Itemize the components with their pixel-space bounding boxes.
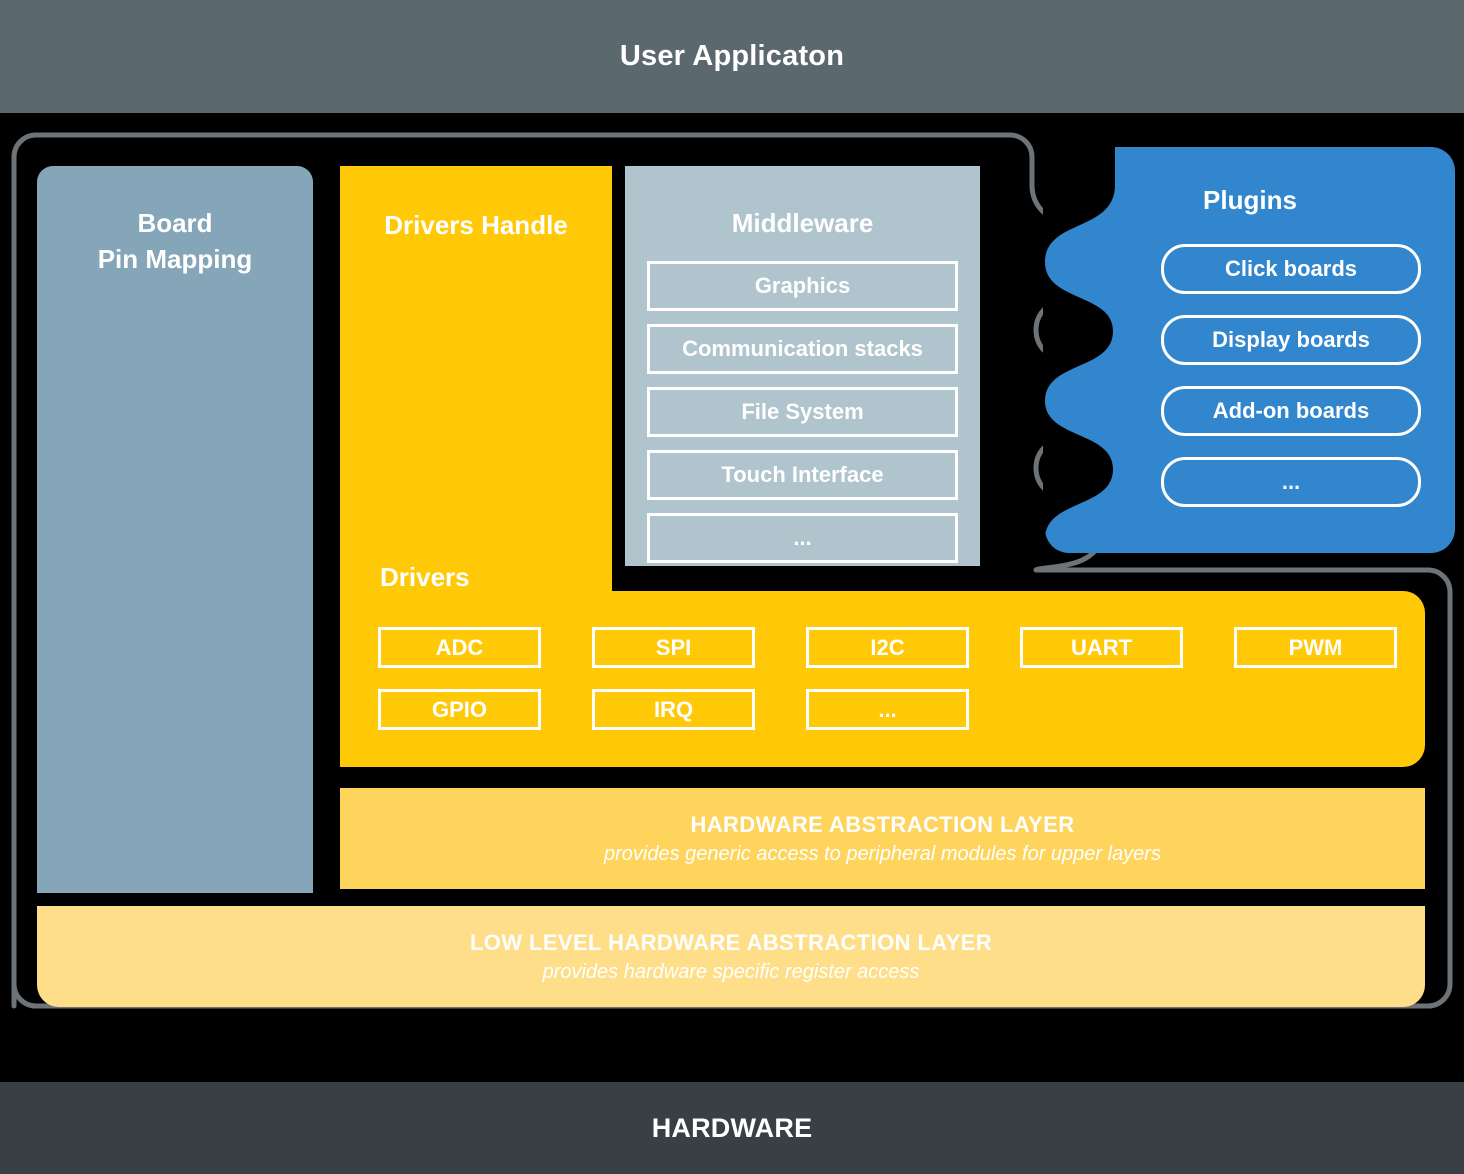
- middleware-item-label: File System: [741, 399, 864, 424]
- hardware-band: HARDWARE: [0, 1082, 1464, 1174]
- middleware-item-file-system[interactable]: File System: [647, 387, 958, 437]
- hardware-label: HARDWARE: [651, 1112, 813, 1143]
- plugins-item-display-boards[interactable]: Display boards: [1161, 315, 1421, 365]
- middleware-item-label: Touch Interface: [721, 462, 884, 487]
- middleware-item-label: Graphics: [754, 273, 851, 298]
- driver-item-label: PWM: [1288, 634, 1343, 660]
- plugins-panel: Plugins Click boards Display boards Add-…: [1043, 147, 1455, 553]
- drivers-grid: ADC SPI I2C UART PWM GPIO: [378, 627, 1397, 730]
- drivers-row-2: GPIO IRQ ...: [378, 689, 1397, 730]
- driver-item-i2c[interactable]: I2C: [806, 627, 969, 668]
- low-level-hal-title: LOW LEVEL HARDWARE ABSTRACTION LAYER: [469, 929, 993, 955]
- driver-item-label: ADC: [435, 634, 484, 660]
- drivers-row-1: ADC SPI I2C UART PWM: [378, 627, 1397, 668]
- middleware-item-communication-stacks[interactable]: Communication stacks: [647, 324, 958, 374]
- plugins-item-label: Display boards: [1212, 327, 1370, 352]
- plugins-title: Plugins: [1203, 185, 1297, 215]
- board-label-line1: Board: [137, 208, 213, 238]
- driver-item-pwm[interactable]: PWM: [1234, 627, 1397, 668]
- plugins-item-list: Click boards Display boards Add-on board…: [1161, 244, 1421, 507]
- driver-item-label: UART: [1070, 634, 1133, 660]
- driver-item-spi[interactable]: SPI: [592, 627, 755, 668]
- low-level-hardware-abstraction-layer-bar: LOW LEVEL HARDWARE ABSTRACTION LAYER pro…: [37, 906, 1425, 1007]
- user-application-band: User Applicaton: [0, 0, 1464, 113]
- middleware-item-label: Communication stacks: [682, 336, 923, 361]
- driver-item-label: IRQ: [653, 696, 694, 722]
- driver-item-label: ...: [878, 696, 897, 722]
- plugins-item-more[interactable]: ...: [1161, 457, 1421, 507]
- plugins-scallop-path: [1043, 147, 1115, 553]
- board-pin-mapping-panel: Board Pin Mapping: [37, 166, 313, 893]
- low-level-hal-subtitle: provides hardware specific register acce…: [542, 960, 920, 983]
- plugins-scallop-edge: [1043, 147, 1115, 553]
- driver-item-uart[interactable]: UART: [1020, 627, 1183, 668]
- plugins-item-click-boards[interactable]: Click boards: [1161, 244, 1421, 294]
- middleware-item-touch-interface[interactable]: Touch Interface: [647, 450, 958, 500]
- middleware-item-more[interactable]: ...: [647, 513, 958, 563]
- hardware-abstraction-layer-bar: HARDWARE ABSTRACTION LAYER provides gene…: [340, 788, 1425, 889]
- plugins-item-label: Add-on boards: [1212, 398, 1370, 423]
- driver-item-label: GPIO: [431, 696, 487, 722]
- hal-subtitle: provides generic access to peripheral mo…: [604, 842, 1161, 865]
- middleware-panel: Middleware Graphics Communication stacks…: [625, 166, 980, 566]
- driver-item-label: SPI: [655, 634, 692, 660]
- board-label-line2: Pin Mapping: [97, 243, 253, 274]
- middleware-item-graphics[interactable]: Graphics: [647, 261, 958, 311]
- middleware-title: Middleware: [731, 208, 874, 238]
- user-application-label: User Applicaton: [619, 40, 845, 72]
- plugins-item-add-on-boards[interactable]: Add-on boards: [1161, 386, 1421, 436]
- drivers-title: Drivers: [380, 562, 470, 592]
- driver-item-more[interactable]: ...: [806, 689, 969, 730]
- driver-item-irq[interactable]: IRQ: [592, 689, 755, 730]
- middleware-item-list: Graphics Communication stacks File Syste…: [647, 261, 958, 563]
- driver-item-label: I2C: [870, 634, 905, 660]
- plugins-item-label: Click boards: [1224, 256, 1358, 281]
- driver-item-adc[interactable]: ADC: [378, 627, 541, 668]
- plugins-item-label: ...: [1281, 469, 1301, 494]
- hal-title: HARDWARE ABSTRACTION LAYER: [690, 811, 1075, 837]
- middleware-item-label: ...: [793, 525, 812, 550]
- drivers-panel: ADC SPI I2C UART PWM GPIO: [340, 591, 1425, 767]
- driver-item-gpio[interactable]: GPIO: [378, 689, 541, 730]
- drivers-handle-title: Drivers Handle: [384, 210, 568, 240]
